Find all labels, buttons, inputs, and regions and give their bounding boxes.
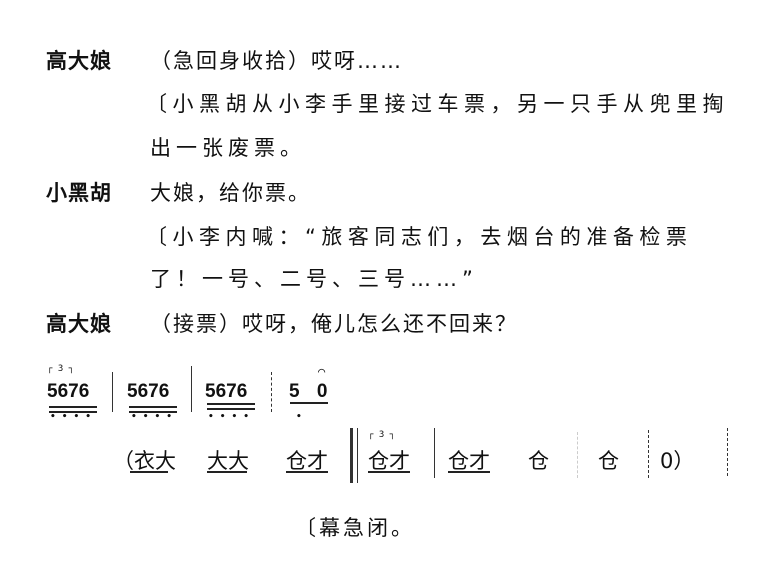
low-dots: •••• bbox=[208, 412, 256, 422]
perc-1: （衣大 bbox=[113, 449, 176, 473]
double-barline bbox=[357, 428, 358, 483]
note-group-4: 5 0 bbox=[289, 381, 334, 402]
barline bbox=[727, 428, 728, 476]
barline bbox=[577, 432, 578, 478]
perc-8: 0） bbox=[660, 449, 695, 473]
triplet-bracket: ┌ 3 ┐ bbox=[368, 430, 396, 440]
perc-6: 仓 bbox=[528, 449, 549, 473]
underline bbox=[286, 471, 328, 473]
beam bbox=[49, 406, 97, 413]
speaker-gao-2: 高大娘 bbox=[46, 312, 112, 336]
stage-direction-1b: 出一张废票。 bbox=[150, 136, 306, 160]
stage-direction-1a: 〔小黑胡从小李手里接过车票，另一只手从兜里掏 bbox=[146, 92, 729, 116]
underline bbox=[448, 471, 490, 473]
beam bbox=[129, 406, 177, 413]
stage-direction-2b: 了！一号、二号、三号……” bbox=[150, 267, 478, 291]
low-dots: • bbox=[296, 412, 308, 422]
barline bbox=[112, 372, 113, 412]
low-dots: •••• bbox=[131, 412, 179, 422]
dialogue-2: 大娘，给你票。 bbox=[150, 181, 311, 205]
double-barline bbox=[350, 428, 353, 483]
stage-direction-2a: 〔小李内喊：“旅客同志们，去烟台的准备检票 bbox=[146, 225, 693, 249]
fermata-icon: ⌒ bbox=[318, 364, 326, 378]
speaker-xiaoheihu: 小黑胡 bbox=[46, 181, 112, 205]
note-group-3: 5676 bbox=[205, 381, 248, 402]
underline bbox=[130, 471, 168, 473]
perc-3: 仓才 bbox=[286, 449, 328, 473]
low-dots: •••• bbox=[50, 412, 98, 422]
perc-4: 仓才 bbox=[368, 449, 410, 473]
barline bbox=[271, 372, 272, 412]
barline bbox=[434, 428, 435, 478]
barline bbox=[648, 430, 649, 478]
note-group-1: 5676 bbox=[47, 381, 90, 402]
perc-2: 大大 bbox=[207, 449, 249, 473]
underline bbox=[207, 471, 247, 473]
note-group-2: 5676 bbox=[127, 381, 170, 402]
triplet-bracket: ┌ 3 ┐ bbox=[47, 364, 75, 374]
beam bbox=[290, 402, 328, 404]
barline bbox=[191, 366, 192, 412]
perc-5: 仓才 bbox=[448, 449, 490, 473]
beam bbox=[207, 403, 255, 410]
closing-direction: 〔幕急闭。 bbox=[295, 516, 415, 540]
underline bbox=[368, 471, 410, 473]
perc-7: 仓 bbox=[598, 449, 619, 473]
dialogue-3: （接票）哎呀，俺儿怎么还不回来？ bbox=[150, 312, 518, 336]
speaker-gao-1: 高大娘 bbox=[46, 49, 112, 73]
dialogue-1: （急回身收拾）哎呀…… bbox=[150, 49, 403, 73]
